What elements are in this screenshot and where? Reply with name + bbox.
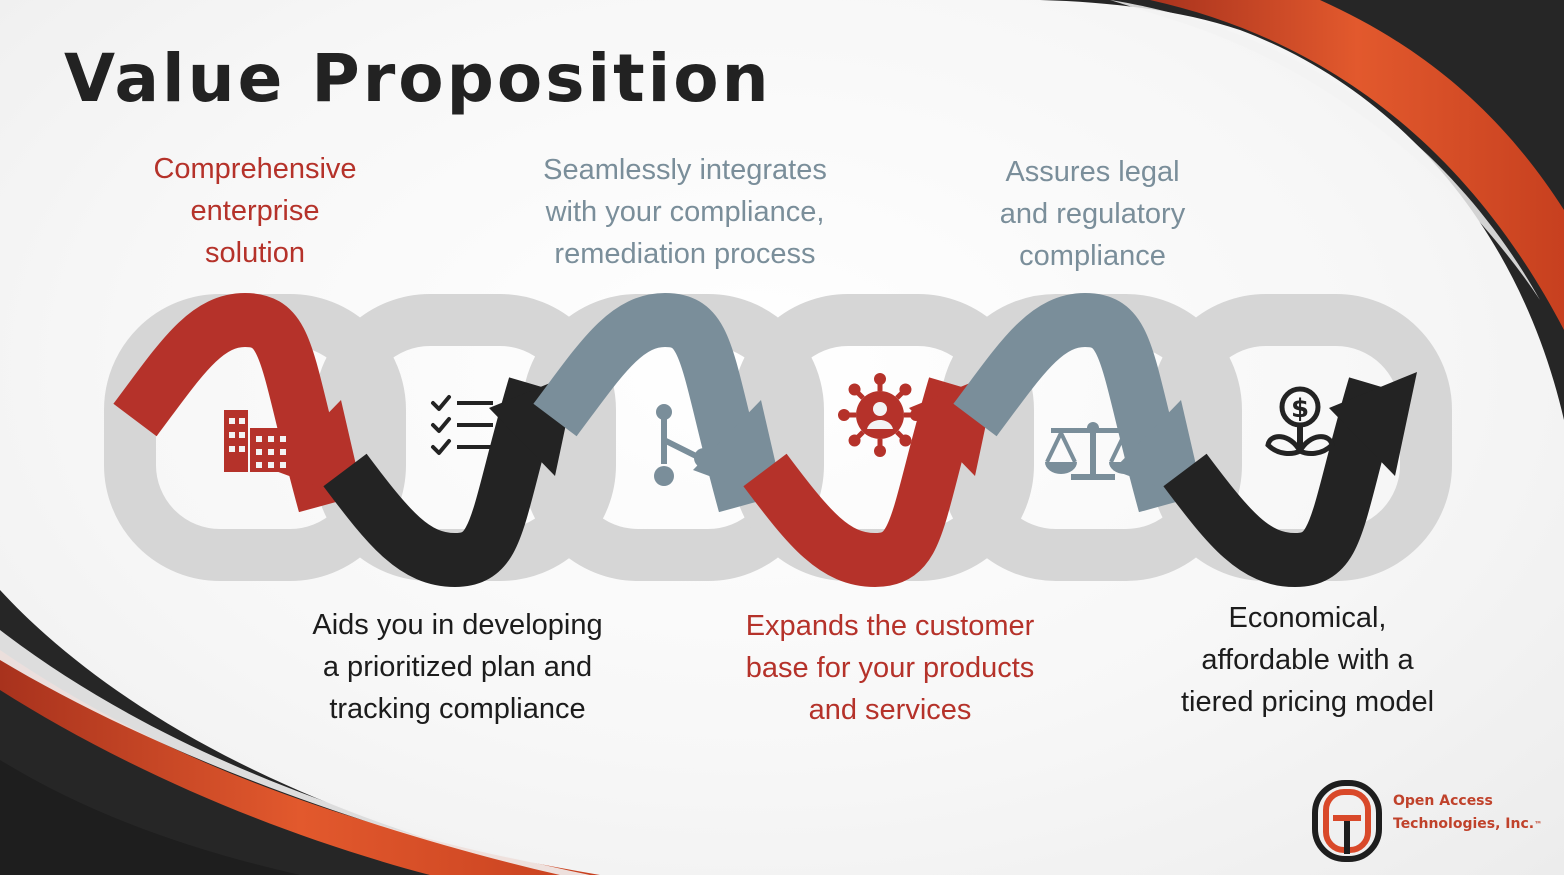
customer-network-icon [838,373,922,457]
svg-text:$: $ [1291,394,1309,424]
step-caption-2: Aids you in developing a prioritized plan… [285,604,630,730]
caption-line: Aids you in developing [312,609,603,641]
step-caption-5: Assures legal and regulatory compliance [965,151,1220,277]
balance-scale-icon [1045,422,1141,480]
money-plant-icon: $ [1265,386,1335,456]
logo-trademark: ™ [1534,820,1543,829]
caption-line: a prioritized plan and [322,651,593,683]
caption-line: Expands the customer [745,610,1035,642]
arrow-chain [113,292,1417,588]
arrow-segment [743,377,981,588]
caption-line: Seamlessly integrates [543,154,827,186]
git-branch-icon [654,404,714,486]
arrow-segment [533,292,772,513]
step-caption-6: Economical, affordable with a tiered prici… [1160,597,1455,723]
step-caption-1: Comprehensive enterprise solution [125,148,385,274]
step-caption-4: Expands the customer base for your produc… [715,605,1065,731]
caption-line: affordable with a [1201,644,1414,676]
arrow-segment [953,292,1192,513]
checklist-icon [431,395,493,455]
company-logo: Open Access Technologies, Inc.™ [1312,780,1552,862]
caption-line: enterprise [190,195,320,227]
arrow-head [1329,372,1417,476]
caption-line: Assures legal [1005,156,1180,188]
caption-line: tiered pricing model [1180,686,1435,718]
caption-line: tracking compliance [329,693,586,725]
step-icons: $ [224,373,1335,486]
caption-line: compliance [1019,240,1166,272]
logo-wordmark: Open Access Technologies, Inc.™ [1393,790,1542,836]
caption-line: and services [808,694,972,726]
arrow-segment [323,377,561,588]
caption-line: remediation process [554,238,816,270]
caption-line: and regulatory [999,198,1186,230]
arrow-segment [1163,377,1401,588]
step-caption-3: Seamlessly integrates with your complianc… [515,149,855,275]
caption-line: solution [205,237,305,269]
caption-line: Economical, [1228,602,1387,634]
oat-logo-icon [1312,780,1382,862]
office-building-icon [224,410,290,472]
logo-line-2: Technologies, Inc. [1393,816,1535,832]
caption-line: Comprehensive [153,153,357,185]
slide-title: Value Proposition [64,40,772,117]
caption-line: base for your products [745,652,1035,684]
arrow-segment [113,292,352,513]
caption-line: with your compliance, [545,196,825,228]
logo-line-1: Open Access [1393,793,1493,809]
